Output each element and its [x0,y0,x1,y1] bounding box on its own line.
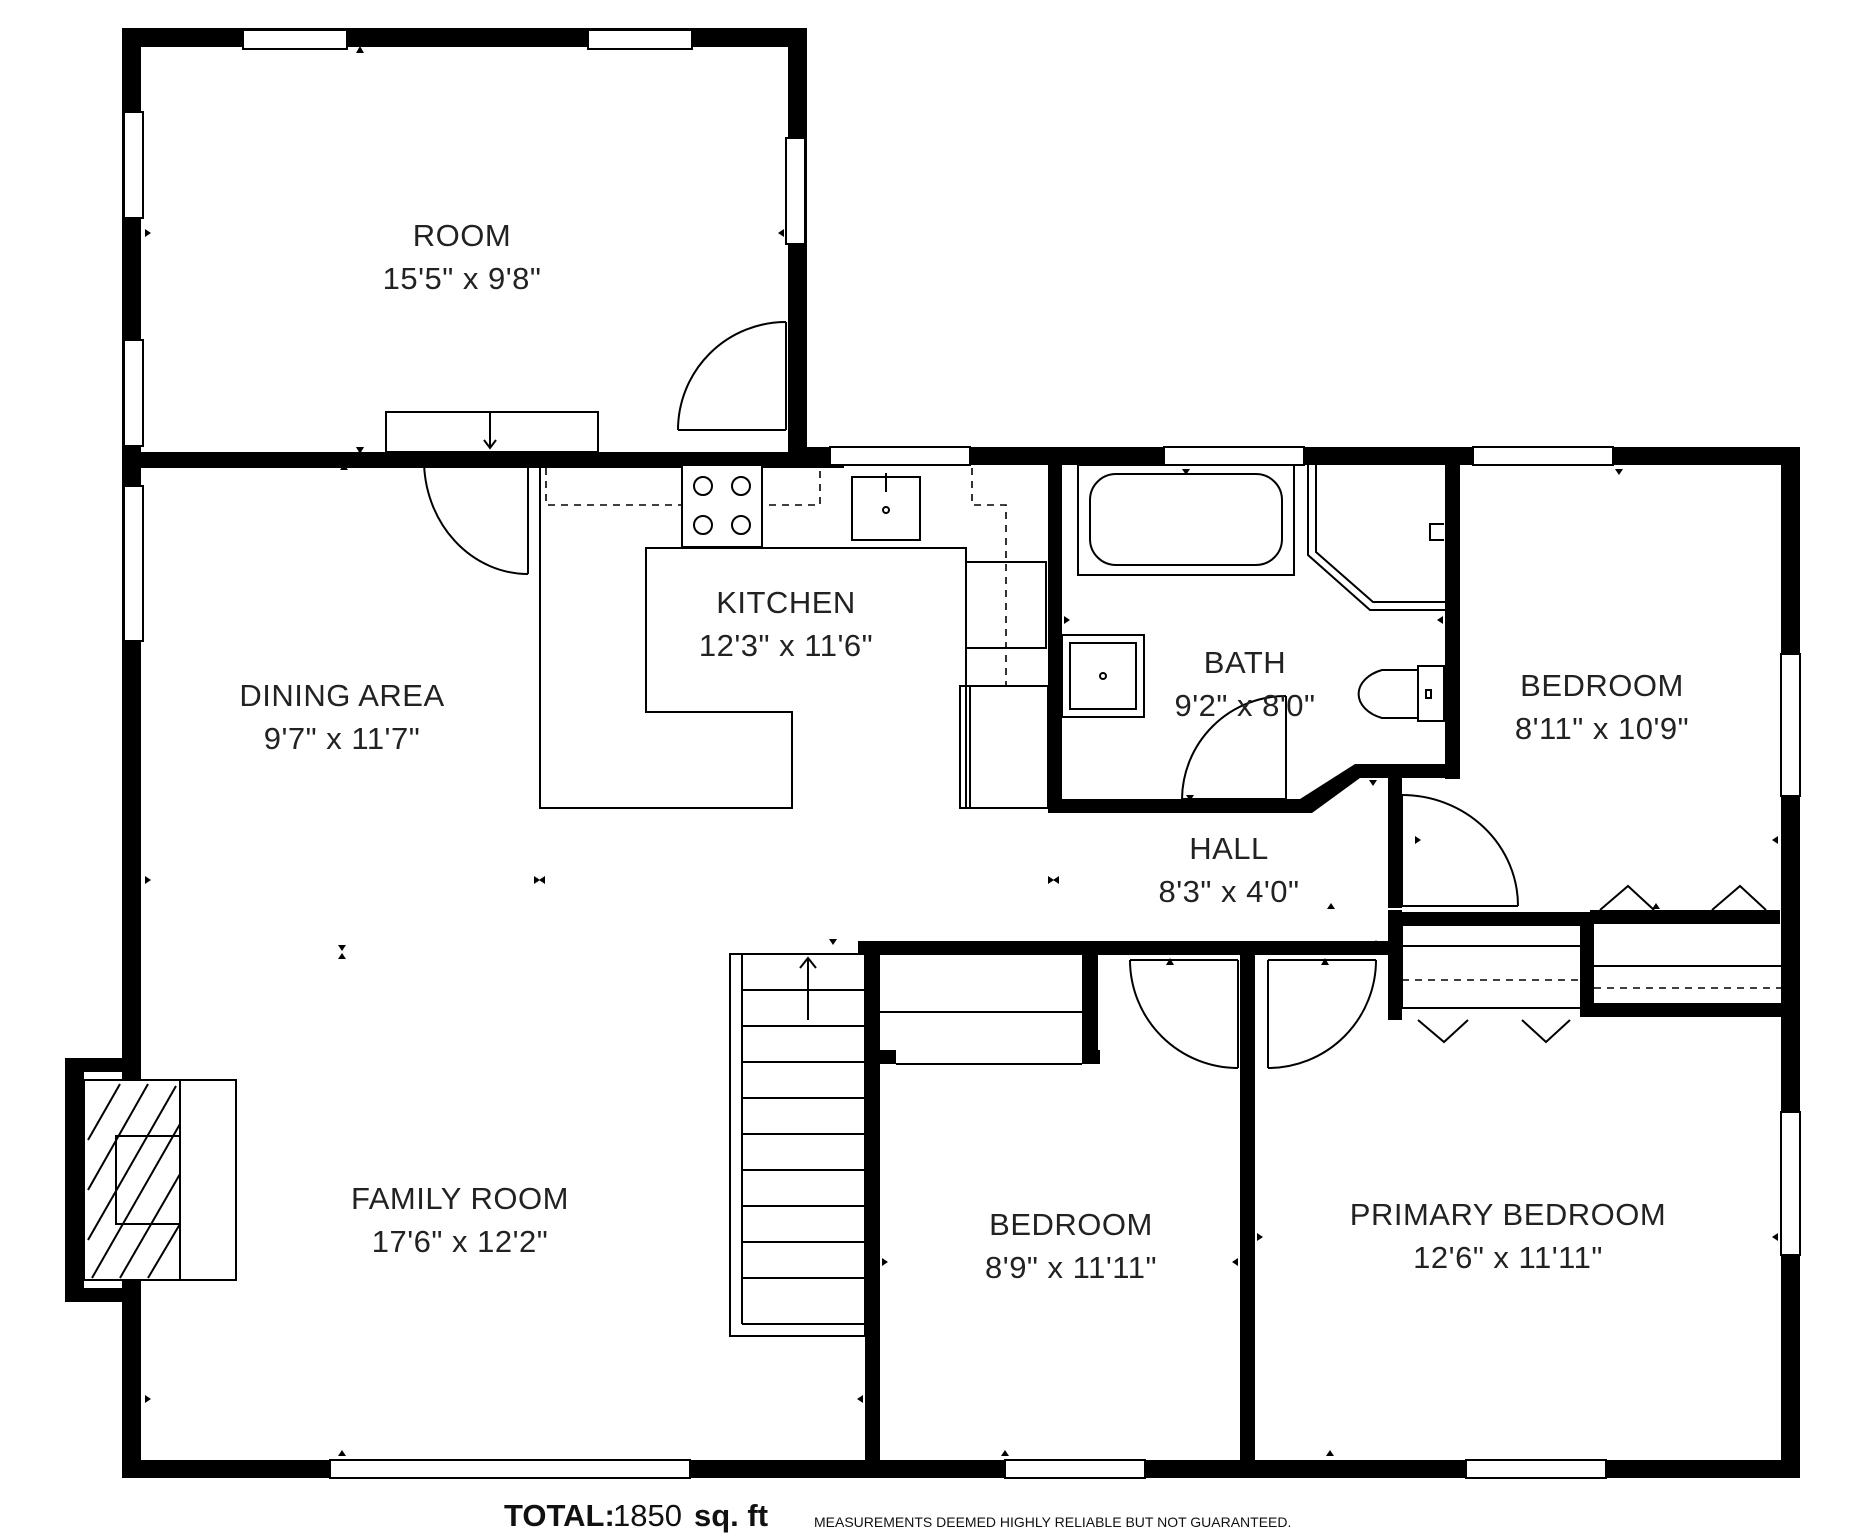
room-label-bedroom-east: BEDROOM 8'11" x 10'9" [1515,668,1689,746]
bath-name: BATH [1204,645,1286,680]
interior-walls [858,457,1800,1474]
total-unit: sq. ft [694,1498,768,1533]
bedroom-east-name: BEDROOM [1520,668,1684,703]
room-label-room: ROOM 15'5" x 9'8" [383,218,542,296]
stair-treads [742,989,865,1279]
room-name: ROOM [413,218,511,253]
dining-area-dims: 9'7" x 11'7" [264,721,420,756]
family-room-name: FAMILY ROOM [351,1181,569,1216]
windows [123,29,1801,1479]
room-label-primary-bedroom: PRIMARY BEDROOM 12'6" x 11'11" [1350,1197,1666,1275]
footer: TOTAL: 1850 sq. ft MEASUREMENTS DEEMED H… [504,1498,1291,1533]
room-label-hall: HALL 8'3" x 4'0" [1158,831,1299,909]
room-label-family-room: FAMILY ROOM 17'6" x 12'2" [351,1181,569,1259]
room-label-kitchen: KITCHEN 12'3" x 11'6" [699,585,873,663]
disclaimer: MEASUREMENTS DEEMED HIGHLY RELIABLE BUT … [814,1514,1291,1530]
hall-dims: 8'3" x 4'0" [1158,874,1299,909]
bedroom-south-dims: 8'9" x 11'11" [985,1250,1157,1285]
room-label-bedroom-south: BEDROOM 8'9" x 11'11" [985,1207,1157,1285]
room-dims: 15'5" x 9'8" [383,261,542,296]
primary-bedroom-name: PRIMARY BEDROOM [1350,1197,1666,1232]
family-room-dims: 17'6" x 12'2" [372,1224,549,1259]
fireplace-hatching [87,1083,181,1279]
dimension-markers [145,46,1778,1456]
total-label: TOTAL: [504,1498,615,1533]
room-label-bath: BATH 9'2" x 8'0" [1174,645,1315,723]
primary-bedroom-dims: 12'6" x 11'11" [1413,1240,1603,1275]
kitchen-dims: 12'3" x 11'6" [699,628,873,663]
kitchen-name: KITCHEN [716,585,856,620]
doors [423,321,1767,1069]
fixtures [83,411,1781,1337]
bedroom-east-dims: 8'11" x 10'9" [1515,711,1689,746]
bath-dims: 9'2" x 8'0" [1174,688,1315,723]
total-value: 1850 [613,1498,682,1533]
dining-area-name: DINING AREA [239,678,444,713]
room-label-dining-area: DINING AREA 9'7" x 11'7" [239,678,444,756]
bedroom-south-name: BEDROOM [989,1207,1153,1242]
hall-name: HALL [1189,831,1269,866]
